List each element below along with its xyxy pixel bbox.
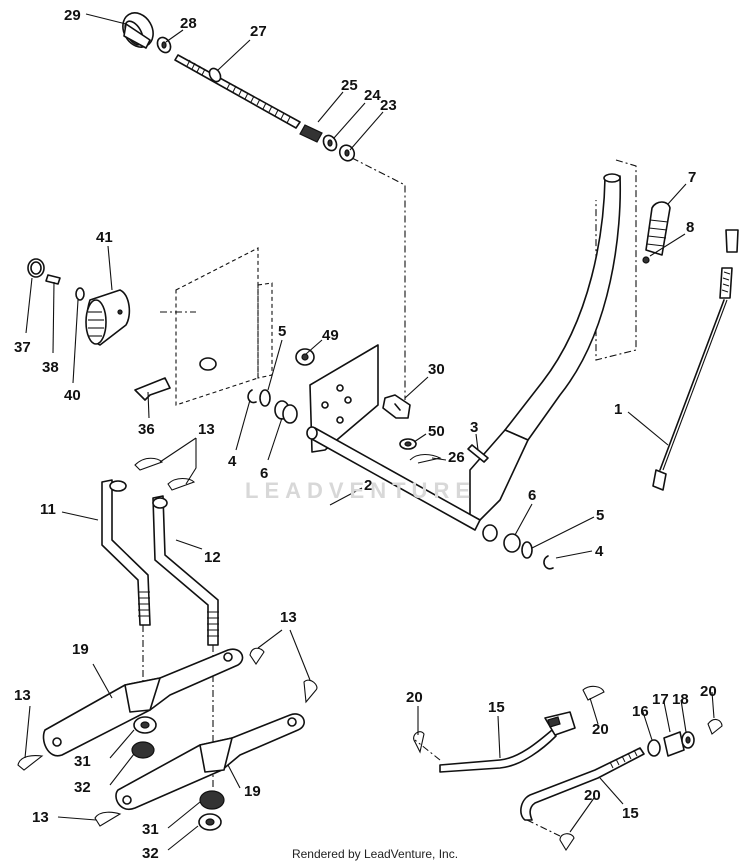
washer-40 [75, 287, 85, 301]
bushing-6b [482, 524, 521, 553]
mounting-plate-outline [175, 247, 273, 406]
callout-30: 30 [428, 361, 445, 378]
lift-arm-19-upper [42, 648, 244, 757]
hairpin-13-right [249, 647, 318, 704]
callout-5: 5 [278, 323, 286, 340]
callout-16: 16 [632, 703, 649, 720]
callout-4: 4 [228, 453, 237, 470]
callout-27: 27 [250, 23, 267, 40]
callout-20-b: 20 [592, 721, 609, 738]
shoulder-bolt-38 [45, 274, 61, 285]
callout-5-right: 5 [596, 507, 604, 524]
callout-19-upper: 19 [72, 641, 89, 658]
callout-50: 50 [428, 423, 445, 440]
callout-24: 24 [364, 87, 381, 104]
retaining-ring-4a [247, 389, 257, 404]
height-adjust-cable [652, 229, 739, 491]
callout-28: 28 [180, 15, 197, 32]
callout-13-right: 13 [280, 609, 297, 626]
callout-13: 13 [198, 421, 215, 438]
callout-6-right: 6 [528, 487, 536, 504]
callout-13-left: 13 [14, 687, 31, 704]
callout-31-lower: 31 [142, 821, 159, 838]
callout-2: 2 [364, 477, 372, 494]
washer-24 [322, 134, 338, 152]
washer-5b [521, 541, 533, 559]
retaining-ring-4b [543, 555, 554, 570]
callout-32-lower: 32 [142, 845, 159, 862]
lever-grip [642, 201, 671, 264]
hairpin-26 [409, 453, 442, 464]
callout-4-right: 4 [595, 543, 604, 560]
bushing-49 [295, 348, 315, 366]
callout-15-upper: 15 [488, 699, 505, 716]
lift-shaft [306, 426, 481, 531]
callout-49: 49 [322, 327, 339, 344]
hairpin-20-set [413, 685, 723, 852]
callout-8: 8 [686, 219, 694, 236]
plate-nut [199, 357, 217, 371]
callout-17: 17 [652, 691, 669, 708]
lift-arm-19-lower [115, 713, 305, 811]
callout-labels: 29 28 27 25 24 23 7 8 41 37 38 40 5 49 3… [14, 7, 717, 862]
callout-12: 12 [204, 549, 221, 566]
hairpin-13-top [134, 457, 196, 491]
nut-32-upper [131, 741, 155, 759]
callout-23: 23 [380, 97, 397, 114]
callout-6: 6 [260, 465, 268, 482]
leader-lines [24, 13, 715, 851]
nut-18 [681, 731, 695, 749]
bushing-6a [274, 400, 298, 424]
callout-20-d: 20 [584, 787, 601, 804]
callout-25: 25 [341, 77, 358, 94]
callout-1: 1 [614, 401, 622, 418]
pin-3 [467, 444, 489, 463]
washer-16 [647, 739, 661, 757]
compression-spring [299, 124, 323, 143]
callout-20-a: 20 [406, 689, 423, 706]
callout-11: 11 [40, 501, 56, 518]
callout-26: 26 [448, 449, 465, 466]
callout-36: 36 [138, 421, 155, 438]
lift-link-12 [152, 495, 219, 646]
nut-31-upper [133, 716, 157, 734]
lift-lever-handle [469, 173, 622, 521]
lift-rod-15-lower [520, 747, 645, 821]
hairpin-13-left [17, 755, 44, 771]
callout-31-upper: 31 [74, 753, 91, 770]
callout-18: 18 [672, 691, 689, 708]
callout-15-lower: 15 [622, 805, 639, 822]
callout-32-upper: 32 [74, 779, 91, 796]
callout-19-lower: 19 [244, 783, 261, 800]
hairpin-13-bottom [94, 811, 122, 827]
callout-13-bottom: 13 [32, 809, 49, 826]
adjustment-knob [122, 12, 154, 49]
trunnion-17 [663, 731, 685, 757]
trunnion-30 [382, 394, 411, 419]
lever-clip-36 [134, 377, 171, 401]
callout-38: 38 [42, 359, 59, 376]
callout-29: 29 [64, 7, 81, 24]
lift-rod-15-upper [439, 711, 576, 773]
callout-41: 41 [96, 229, 113, 246]
height-indicator-knob [85, 289, 131, 346]
callout-37: 37 [14, 339, 31, 356]
callout-3: 3 [470, 419, 478, 436]
adjustment-rod [174, 54, 301, 129]
lift-link-11 [101, 479, 151, 626]
callout-20-c: 20 [700, 683, 717, 700]
spring-clip-37 [27, 258, 45, 278]
nut-31-lower [199, 790, 225, 810]
footer-credit: Rendered by LeadVenture, Inc. [291, 847, 459, 861]
watermark: LEADVENTURE [245, 478, 477, 503]
callout-7: 7 [688, 169, 696, 186]
knob-nut [156, 36, 172, 54]
lift-bracket [309, 344, 379, 453]
washer-5a [259, 389, 271, 407]
nut-32-lower [198, 813, 222, 831]
washer-50 [399, 438, 417, 450]
callout-40: 40 [64, 387, 81, 404]
